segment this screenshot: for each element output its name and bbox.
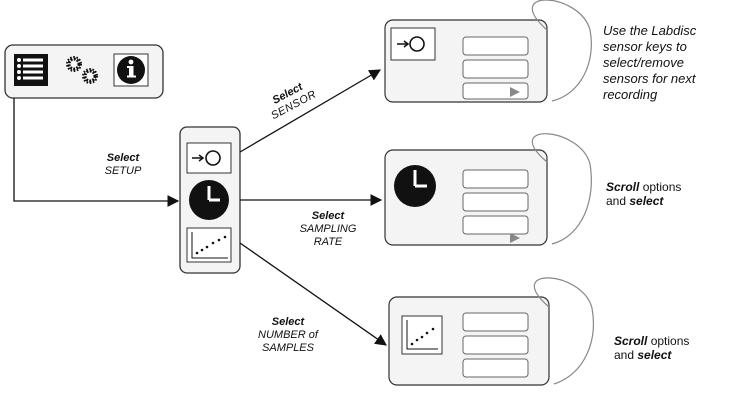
sampling-rate-note-select: select: [629, 194, 664, 208]
sampling-rate-note-scroll: Scroll: [606, 180, 640, 194]
sensor-screen: [384, 0, 592, 103]
samples-label: Select NUMBER of SAMPLES: [248, 316, 328, 355]
main-menu-panel: [4, 44, 164, 99]
gears-icon: [66, 56, 98, 84]
clock-icon: [189, 180, 229, 220]
sampling-rate-note: Scroll options and select: [606, 180, 736, 208]
setup-label-action: Select: [106, 152, 140, 164]
samples-label-action: Select: [271, 316, 305, 328]
sampling-rate-label-action: Select: [311, 210, 345, 222]
option-slot: [462, 169, 529, 189]
samples-screen: [388, 277, 594, 386]
samples-label-line1: NUMBER of: [258, 329, 318, 341]
samples-note-scroll: Scroll: [614, 334, 648, 348]
samples-label-line2: SAMPLES: [262, 342, 314, 354]
samples-note: Scroll options and select: [614, 334, 734, 362]
sampling-rate-label-line1: SAMPLING: [299, 223, 357, 235]
setup-connector: [13, 98, 180, 207]
sampling-rate-label: Select SAMPLING RATE: [288, 210, 368, 249]
option-slot: [462, 82, 529, 100]
info-icon: [113, 53, 149, 87]
sensor-icon: [390, 27, 436, 61]
samples-connector: [239, 242, 387, 346]
sampling-rate-note-options: options: [639, 180, 682, 194]
samples-note-select: select: [637, 348, 672, 362]
sampling-rate-screen: [384, 133, 592, 246]
option-slot: [462, 215, 529, 235]
sensor-note-line: select/remove: [603, 55, 684, 70]
option-slot: [462, 312, 529, 332]
sensor-note-line: sensor keys to: [603, 39, 687, 54]
option-slot: [462, 335, 529, 355]
clock-icon: [394, 165, 436, 207]
option-slot: [462, 59, 529, 79]
sensor-note-line: recording: [603, 87, 658, 102]
setup-label: Select SETUP: [88, 152, 158, 178]
setup-label-target: SETUP: [104, 165, 142, 177]
option-slot: [462, 36, 529, 56]
scatter-plot-icon: [401, 315, 443, 355]
samples-note-and: and: [614, 348, 638, 362]
sensor-connector: [239, 69, 382, 153]
list-icon: [14, 54, 48, 86]
sensor-note-line: Use the Labdisc: [603, 23, 697, 38]
samples-note-options: options: [647, 334, 690, 348]
sensor-note-line: sensors for next: [603, 71, 696, 86]
option-slot: [462, 358, 529, 378]
setup-menu-panel: [179, 126, 241, 274]
scatter-plot-icon: [186, 227, 232, 263]
sensor-icon: [186, 142, 232, 174]
sampling-rate-note-and: and: [606, 194, 630, 208]
sampling-rate-label-line2: RATE: [313, 236, 343, 248]
option-slot: [462, 192, 529, 212]
sensor-note: Use the Labdisc sensor keys to select/re…: [603, 23, 739, 103]
